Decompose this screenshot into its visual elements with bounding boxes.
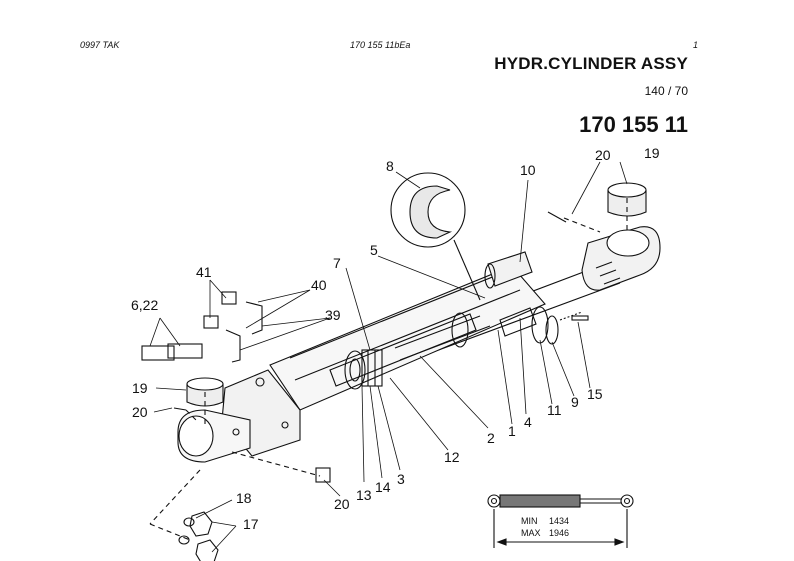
callout-2: 2 [487,430,495,446]
max-label: MAX [521,528,541,538]
callout-20-bottom: 20 [334,496,350,512]
leader-lines [149,161,628,553]
seal-detail [390,172,481,301]
callout-39: 39 [325,307,341,323]
seal-washers [178,511,219,561]
assembly-lines [149,198,628,541]
rod-eye [581,226,661,291]
callout-41: 41 [196,264,212,280]
callout-9: 9 [571,394,579,410]
header-page-number: 1 [693,40,699,50]
callout-11: 11 [547,402,562,418]
callout-3: 3 [397,471,405,487]
callout-10: 10 [520,162,536,178]
callout-6-22: 6,22 [131,297,159,313]
min-value: 1434 [549,516,570,526]
cylinder-tube [269,265,546,411]
header-doc-id: 170 155 11bEa [350,40,411,50]
callout-18: 18 [236,490,252,506]
length-dimension-diagram [487,494,634,548]
callout-5: 5 [370,242,378,258]
callout-14: 14 [375,479,391,495]
base-clevis [177,369,301,463]
callout-20-top: 20 [595,147,611,163]
gland-assembly [484,251,583,345]
callout-19-left: 19 [132,380,148,396]
callout-19-top: 19 [644,145,660,161]
callout-20-left: 20 [132,404,148,420]
diagram-subtitle: 140 / 70 [644,84,688,98]
part-number: 170 155 11 [579,112,688,137]
callout-15: 15 [587,386,603,402]
header-code: 0997 TAK [80,40,120,50]
diagram-title: HYDR.CYLINDER ASSY [494,54,688,73]
callout-17: 17 [243,516,259,532]
piston-section [344,312,469,390]
fittings [141,211,589,483]
callout-12: 12 [444,449,460,465]
callout-8: 8 [386,158,394,174]
callout-40: 40 [311,277,327,293]
max-value: 1946 [549,528,570,538]
min-label: MIN [521,516,538,526]
callout-4: 4 [524,414,532,430]
callout-1: 1 [508,423,516,439]
callout-13: 13 [356,487,372,503]
callout-7: 7 [333,255,341,271]
